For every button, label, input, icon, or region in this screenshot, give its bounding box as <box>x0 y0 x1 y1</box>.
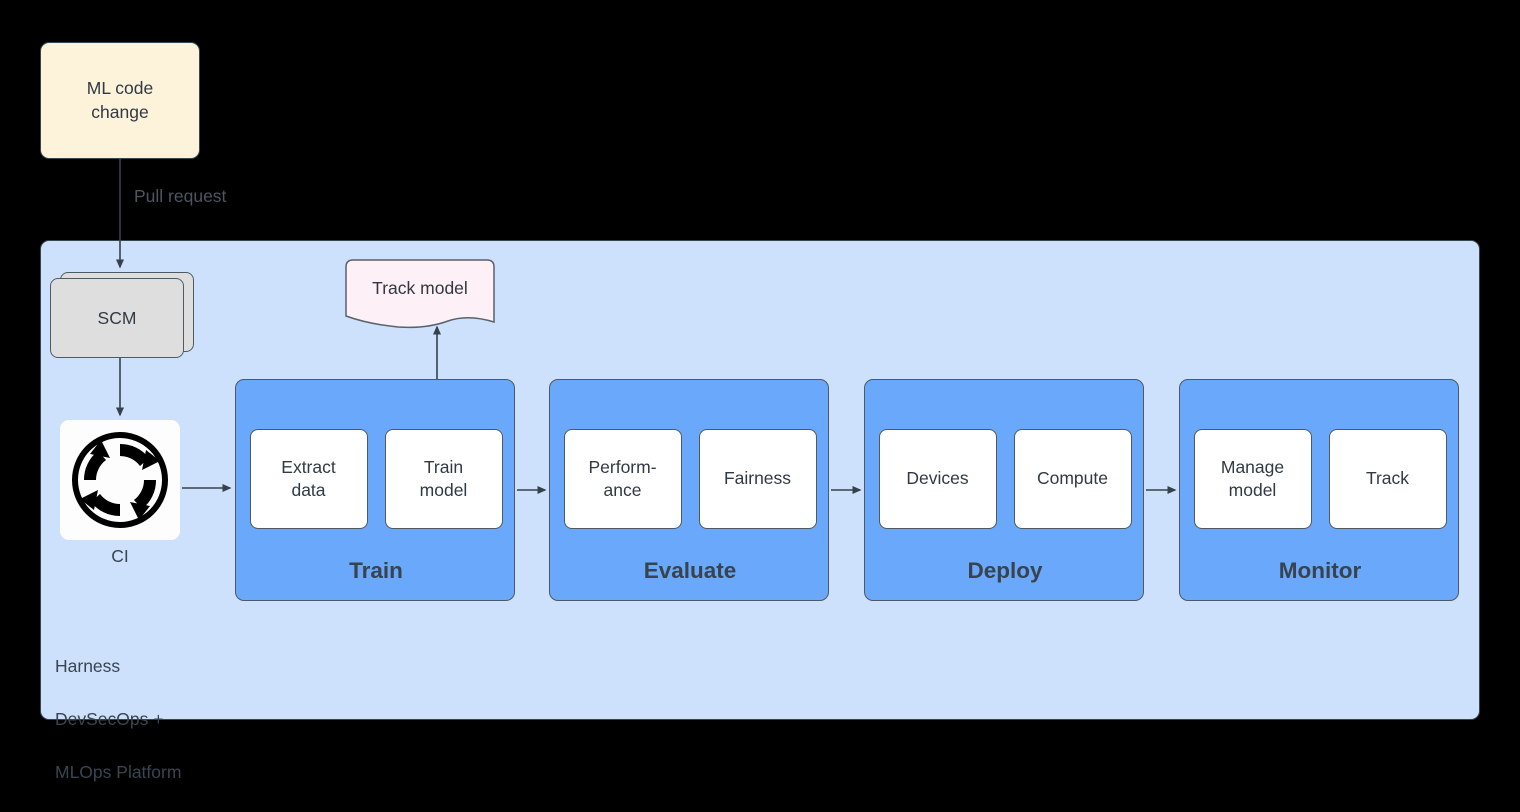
stage-evaluate[interactable]: Perform- ance Fairness Evaluate <box>549 379 829 601</box>
stage-evaluate-tasks: Perform- ance Fairness <box>550 429 830 529</box>
ci-label: CI <box>111 546 129 566</box>
stage-monitor-title: Monitor <box>1278 558 1362 583</box>
task-fairness[interactable]: Fairness <box>698 429 817 529</box>
task-devices[interactable]: Devices <box>878 429 997 529</box>
stage-train-tasks: Extract data Train model <box>236 429 516 529</box>
track-model-label: Track model <box>372 278 468 298</box>
task-track[interactable]: Track <box>1328 429 1447 529</box>
task-track-label: Track <box>1365 468 1410 489</box>
task-manage-model-line1: Manage <box>1220 456 1285 477</box>
ml-code-change-line1: ML code <box>86 78 154 99</box>
platform-caption-line1: Harness <box>55 655 121 676</box>
task-performance-line1: Perform- <box>588 456 657 477</box>
ml-code-change-node[interactable]: ML code change <box>40 42 200 159</box>
diagram-canvas: ML code change Pull request SCM <box>40 42 1480 782</box>
track-model-artifact[interactable]: Track model <box>340 259 500 333</box>
stage-train[interactable]: Extract data Train model Train <box>235 379 515 601</box>
stage-monitor-tasks: Manage model Track <box>1180 429 1460 529</box>
task-performance[interactable]: Perform- ance <box>563 429 682 529</box>
stage-train-title: Train <box>349 558 403 583</box>
scm-label: SCM <box>97 307 137 328</box>
stage-deploy-title: Deploy <box>967 558 1043 583</box>
task-extract-data-line2: data <box>291 480 326 500</box>
task-fairness-label: Fairness <box>723 468 792 489</box>
cycle-arrows-icon <box>72 432 168 528</box>
document-shape-icon <box>345 259 495 329</box>
stage-deploy-tasks: Devices Compute <box>865 429 1145 529</box>
pull-request-edge-label: Pull request <box>134 186 227 206</box>
platform-caption-line3: MLOps Platform <box>55 761 182 782</box>
task-compute[interactable]: Compute <box>1013 429 1132 529</box>
ci-node[interactable] <box>60 420 180 540</box>
task-manage-model-line2: model <box>1228 480 1277 500</box>
scm-card-front: SCM <box>50 278 184 358</box>
task-extract-data-line1: Extract <box>281 456 336 477</box>
task-compute-label: Compute <box>1036 468 1108 489</box>
task-train-model-line1: Train <box>423 456 464 477</box>
stage-evaluate-title: Evaluate <box>643 558 737 583</box>
platform-caption-line2: DevSecOps + <box>55 708 164 729</box>
platform-caption: Harness DevSecOps + MLOps Platform <box>55 626 181 812</box>
task-train-model[interactable]: Train model <box>384 429 503 529</box>
task-extract-data[interactable]: Extract data <box>249 429 368 529</box>
task-devices-label: Devices <box>906 468 969 489</box>
stage-deploy[interactable]: Devices Compute Deploy <box>864 379 1144 601</box>
task-manage-model[interactable]: Manage model <box>1193 429 1312 529</box>
ml-code-change-label: ML code change <box>87 77 153 123</box>
stage-monitor[interactable]: Manage model Track Monitor <box>1179 379 1459 601</box>
task-train-model-line2: model <box>419 480 468 500</box>
scm-node[interactable]: SCM <box>50 272 194 358</box>
task-performance-line2: ance <box>603 480 642 500</box>
ml-code-change-line2: change <box>91 101 149 122</box>
